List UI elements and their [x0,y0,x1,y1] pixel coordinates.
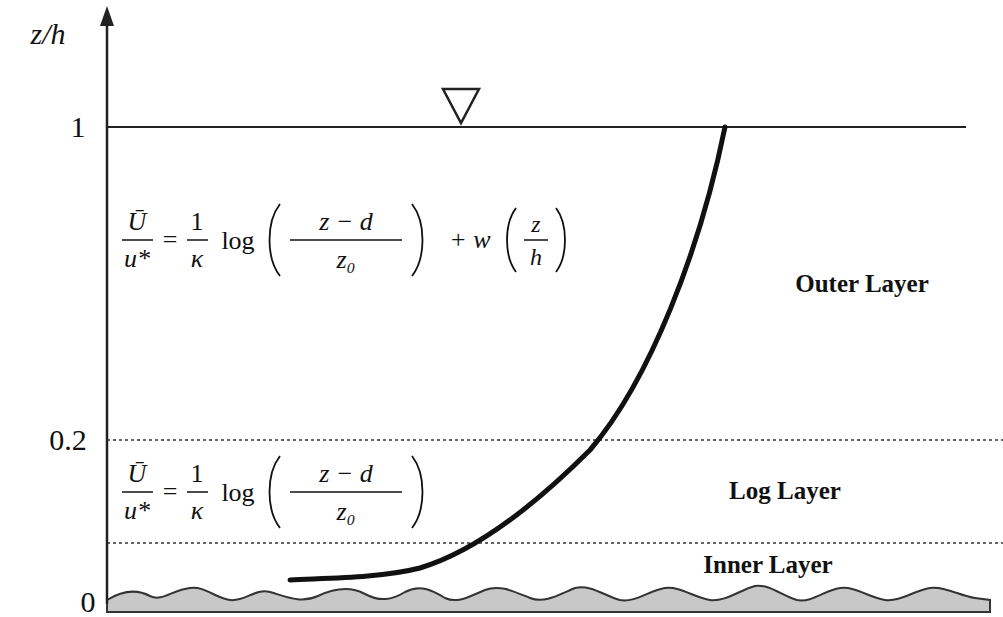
equation-term: z − d [319,209,373,235]
tick-label: 0.2 [49,425,87,455]
equation-term: z₀ [336,499,355,525]
layer-boundary [107,542,1003,544]
parenthesis [270,456,281,528]
equation-term: = [163,479,178,505]
equation-term: + w [449,227,490,253]
axis-arrowhead [100,6,114,26]
parenthesis [412,204,423,276]
parenthesis [556,208,565,272]
layer-name: Inner Layer [703,552,832,577]
fraction-bar [290,491,402,493]
velocity-profile [290,127,725,580]
fraction-bar [187,239,208,241]
equation-term: κ [191,498,203,524]
tick-label: 0 [81,587,96,617]
layer-name: Log Layer [729,478,841,503]
tick-label: 1 [71,112,86,142]
fraction-bar [122,491,153,493]
water-surface [107,126,966,128]
rough-bed [107,586,990,612]
fraction-bar [187,491,208,493]
equation-term: Ū [128,209,147,235]
fraction-bar [290,239,402,241]
equation-term: 1 [191,461,204,487]
fraction-bar [524,239,548,241]
parenthesis [270,204,281,276]
layer-name: Outer Layer [795,271,929,296]
axis-label: z/h [30,19,65,49]
equation-term: u* [124,498,150,524]
fraction-bar [122,239,153,241]
equation-term: = [163,227,178,253]
parenthesis [412,456,423,528]
equation-term: z₀ [336,247,355,273]
equation-term: κ [191,246,203,272]
equation-term: u* [124,246,150,272]
equation-term: 1 [191,209,204,235]
vertical-axis [106,22,109,604]
equation-term: h [530,245,542,269]
equation-term: Ū [128,461,147,487]
equation-term: log [221,480,254,506]
water-level-symbol [443,89,479,123]
equation-term: z − d [319,461,373,487]
equation-term: z [531,212,540,236]
layer-boundary [107,439,1003,441]
parenthesis [507,208,516,272]
equation-term: log [221,228,254,254]
